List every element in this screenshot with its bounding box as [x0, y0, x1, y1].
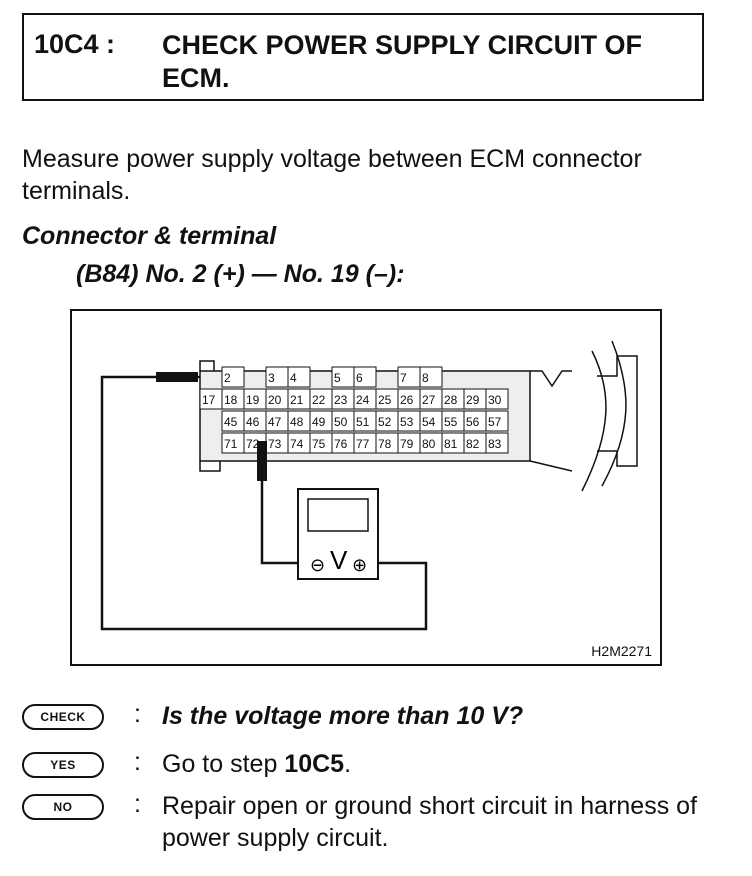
terminal-8-cell [419, 366, 443, 388]
terminal-7: 7 [400, 371, 407, 385]
step-header: 10C4 : CHECK POWER SUPPLY CIRCUIT OF ECM… [22, 13, 704, 101]
terminal-6-cell [353, 366, 377, 388]
terminal-23: 23 [334, 393, 348, 407]
terminal-4: 4 [290, 371, 297, 385]
terminal-24: 24 [356, 393, 370, 407]
terminal-46: 46 [246, 415, 260, 429]
terminal-81: 81 [444, 437, 458, 451]
terminal-17: 17 [202, 393, 216, 407]
terminal-49: 49 [312, 415, 326, 429]
terminal-57-cell [485, 410, 509, 432]
terminal-53: 53 [400, 415, 414, 429]
terminal-48: 48 [290, 415, 304, 429]
terminal-29: 29 [466, 393, 480, 407]
yes-text: Go to step 10C5. [162, 748, 732, 780]
terminal-2: 2 [224, 371, 231, 385]
terminal-80: 80 [422, 437, 436, 451]
check-question: Is the voltage more than 10 V? [162, 702, 524, 730]
terminal-5: 5 [334, 371, 341, 385]
terminal-55: 55 [444, 415, 458, 429]
voltmeter-display [307, 498, 369, 532]
check-colon: : [134, 700, 141, 728]
terminal-71: 71 [224, 437, 238, 451]
terminal-20: 20 [268, 393, 282, 407]
terminal-56: 56 [466, 415, 480, 429]
terminal-52: 52 [378, 415, 392, 429]
no-badge: NO [22, 794, 104, 820]
terminal-79: 79 [400, 437, 414, 451]
terminal-27: 27 [422, 393, 436, 407]
terminal-51: 51 [356, 415, 370, 429]
terminal-26: 26 [400, 393, 414, 407]
terminal-76: 76 [334, 437, 348, 451]
terminal-18: 18 [224, 393, 238, 407]
terminal-19: 19 [246, 393, 260, 407]
terminal-22: 22 [312, 393, 326, 407]
terminal-8: 8 [422, 371, 429, 385]
yes-step-link: 10C5 [284, 750, 345, 778]
terminal-54: 54 [422, 415, 436, 429]
terminal-3: 3 [268, 371, 275, 385]
terminal-47: 47 [268, 415, 282, 429]
terminal-82: 82 [466, 437, 480, 451]
terminal-83-cell [485, 432, 509, 454]
terminal-2-cell [221, 366, 245, 388]
terminal-45: 45 [224, 415, 238, 429]
instruction-text: Measure power supply voltage between ECM… [22, 145, 642, 205]
terminal-30: 30 [488, 393, 502, 407]
terminal-4-cell [287, 366, 311, 388]
yes-colon: : [134, 748, 141, 776]
terminal-57: 57 [488, 415, 502, 429]
voltmeter-v-symbol: V [330, 545, 348, 575]
terminal-72: 72 [246, 437, 260, 451]
terminal-83: 83 [488, 437, 502, 451]
terminal-25: 25 [378, 393, 392, 407]
yes-text-post: . [344, 750, 352, 778]
check-badge: CHECK [22, 704, 104, 730]
yes-text-pre: Go to step [162, 750, 285, 778]
no-text: Repair open or ground short circuit in h… [162, 792, 698, 852]
connector-terminal-value: (B84) No. 2 (+) — No. 19 (–): [76, 260, 405, 288]
terminal-74: 74 [290, 437, 304, 451]
terminal-6: 6 [356, 371, 363, 385]
terminal-30-cell [485, 388, 509, 410]
terminal-75: 75 [312, 437, 326, 451]
yes-badge: YES [22, 752, 104, 778]
terminal-77: 77 [356, 437, 370, 451]
voltmeter-minus-symbol: ⊖ [310, 555, 325, 576]
voltmeter-plus-symbol: ⊕ [352, 555, 367, 576]
connector-terminal-label: Connector & terminal [22, 222, 277, 250]
terminal-28: 28 [444, 393, 458, 407]
no-colon: : [134, 790, 141, 818]
step-title: CHECK POWER SUPPLY CIRCUIT OF ECM. [162, 30, 643, 93]
terminal-78: 78 [378, 437, 392, 451]
terminal-21: 21 [290, 393, 304, 407]
step-code: 10C4 : [34, 29, 116, 59]
terminal-73: 73 [268, 437, 282, 451]
figure-id: H2M2271 [591, 643, 652, 659]
terminal-50: 50 [334, 415, 348, 429]
